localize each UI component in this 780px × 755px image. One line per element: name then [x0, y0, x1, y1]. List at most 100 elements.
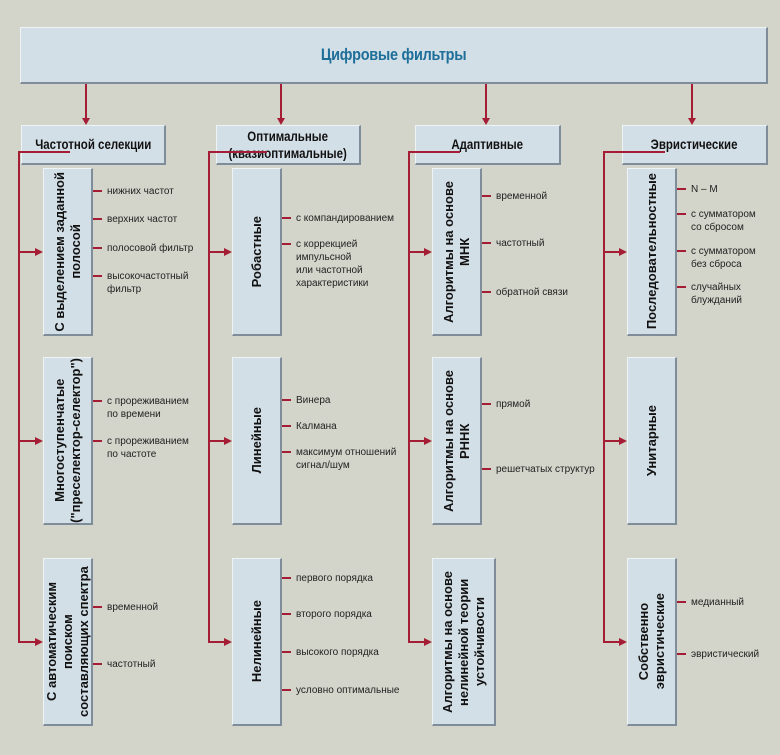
leaf-item: частотный: [496, 238, 545, 249]
subcategory-node: Алгоритмы на основе МНК: [432, 168, 482, 336]
subcategory-node: Робастные: [232, 168, 282, 336]
leaf-item: максимум отношений сигнал/шум: [296, 447, 397, 471]
connector-line: [85, 84, 87, 118]
leaf-item: условно оптимальные: [296, 685, 400, 696]
leaf-item: высокого порядка: [296, 647, 379, 658]
arrow-right-icon: [619, 248, 627, 256]
arrow-right-icon: [35, 248, 43, 256]
arrow-down-icon: [82, 118, 90, 125]
subcategory-node: Линейные: [232, 357, 282, 525]
leaf-connector: [282, 243, 291, 245]
subcategory-node: Алгоритмы на основе РННК: [432, 357, 482, 525]
connector-line: [18, 151, 70, 153]
leaf-connector: [93, 606, 102, 608]
leaf-item: Винера: [296, 395, 331, 406]
arrow-right-icon: [35, 638, 43, 646]
leaf-connector: [93, 218, 102, 220]
subcategory-label: Последовательностные: [643, 173, 659, 330]
subcategory-label: Алгоритмы на основе МНК: [440, 180, 472, 323]
leaf-item: временной: [107, 602, 159, 613]
leaf-item: первого порядка: [296, 573, 373, 584]
leaf-connector: [282, 613, 291, 615]
leaf-item: временной: [496, 191, 548, 202]
category-node: Адаптивные: [415, 125, 561, 165]
arrow-right-icon: [619, 638, 627, 646]
leaf-item: верхних частот: [107, 214, 178, 225]
subcategory-label: Унитарные: [643, 404, 659, 477]
arrow-right-icon: [224, 638, 232, 646]
subcategory-node: С автоматическим поиском составляющих сп…: [43, 558, 93, 726]
subcategory-node: Последовательностные: [627, 168, 677, 336]
subcategory-label: Робастные: [248, 215, 264, 288]
leaf-connector: [93, 247, 102, 249]
connector-line: [208, 251, 224, 253]
connector-line: [208, 151, 267, 153]
leaf-item: обратной связи: [496, 287, 569, 298]
subcategory-node: Унитарные: [627, 357, 677, 525]
leaf-connector: [482, 195, 491, 197]
connector-line: [208, 151, 210, 643]
leaf-connector: [482, 291, 491, 293]
connector-line: [691, 84, 693, 118]
arrow-right-icon: [424, 437, 432, 445]
subcategory-node: Многоступенчатые ("преселектор-селектор"…: [43, 357, 93, 525]
leaf-item: эвристический: [691, 649, 760, 660]
leaf-item: с прореживанием по времени: [107, 396, 189, 420]
arrow-right-icon: [224, 248, 232, 256]
subcategory-label: С выделением заданной полосой: [51, 171, 83, 332]
subcategory-label: С автоматическим поиском составляющих сп…: [43, 566, 91, 717]
leaf-item: с прореживанием по частоте: [107, 436, 189, 460]
leaf-item: с компандированием: [296, 213, 395, 224]
arrow-right-icon: [224, 437, 232, 445]
connector-line: [408, 151, 460, 153]
leaf-connector: [282, 217, 291, 219]
leaf-item: частотный: [107, 659, 156, 670]
leaf-connector: [93, 440, 102, 442]
subcategory-label: Нелинейные: [248, 600, 264, 683]
subcategory-label: Алгоритмы на основе РННК: [440, 369, 472, 512]
connector-line: [18, 151, 20, 643]
category-label: Оптимальные (квазиоптимальные): [228, 128, 348, 161]
leaf-connector: [93, 400, 102, 402]
category-node: Эвристические: [622, 125, 768, 165]
root-title: Цифровые фильтры: [320, 45, 467, 64]
connector-line: [18, 641, 35, 643]
subcategory-label: Алгоритмы на основе нелинейной теории ус…: [439, 570, 487, 713]
connector-line: [485, 84, 487, 118]
connector-line: [408, 641, 424, 643]
subcategory-node: Собственно эвристические: [627, 558, 677, 726]
leaf-connector: [282, 425, 291, 427]
leaf-connector: [677, 601, 686, 603]
arrow-right-icon: [35, 437, 43, 445]
leaf-connector: [677, 188, 686, 190]
subcategory-node: Алгоритмы на основе нелинейной теории ус…: [432, 558, 496, 726]
subcategory-node: С выделением заданной полосой: [43, 168, 93, 336]
leaf-item: решетчатых структур: [496, 464, 595, 475]
leaf-connector: [93, 663, 102, 665]
leaf-connector: [282, 451, 291, 453]
connector-line: [603, 151, 665, 153]
arrow-right-icon: [424, 248, 432, 256]
leaf-item: случайных блужданий: [691, 282, 743, 306]
leaf-item: нижних частот: [107, 186, 174, 197]
leaf-item: прямой: [496, 399, 531, 410]
leaf-connector: [93, 190, 102, 192]
category-label: Эвристические: [651, 137, 738, 152]
leaf-connector: [282, 399, 291, 401]
category-node: Частотной селекции: [21, 125, 166, 165]
leaf-item: медианный: [691, 597, 745, 608]
leaf-item: второго порядка: [296, 609, 372, 620]
leaf-item: с коррекцией импульсной или частотной ха…: [296, 239, 369, 289]
leaf-item: высокочастотный фильтр: [107, 271, 189, 295]
leaf-item: полосовой фильтр: [107, 243, 194, 254]
connector-line: [408, 440, 424, 442]
connector-line: [208, 440, 224, 442]
leaf-connector: [677, 213, 686, 215]
connector-line: [603, 151, 605, 643]
leaf-connector: [282, 689, 291, 691]
arrow-down-icon: [482, 118, 490, 125]
subcategory-label: Собственно эвристические: [635, 593, 667, 690]
leaf-connector: [282, 577, 291, 579]
connector-line: [208, 641, 224, 643]
leaf-connector: [482, 468, 491, 470]
